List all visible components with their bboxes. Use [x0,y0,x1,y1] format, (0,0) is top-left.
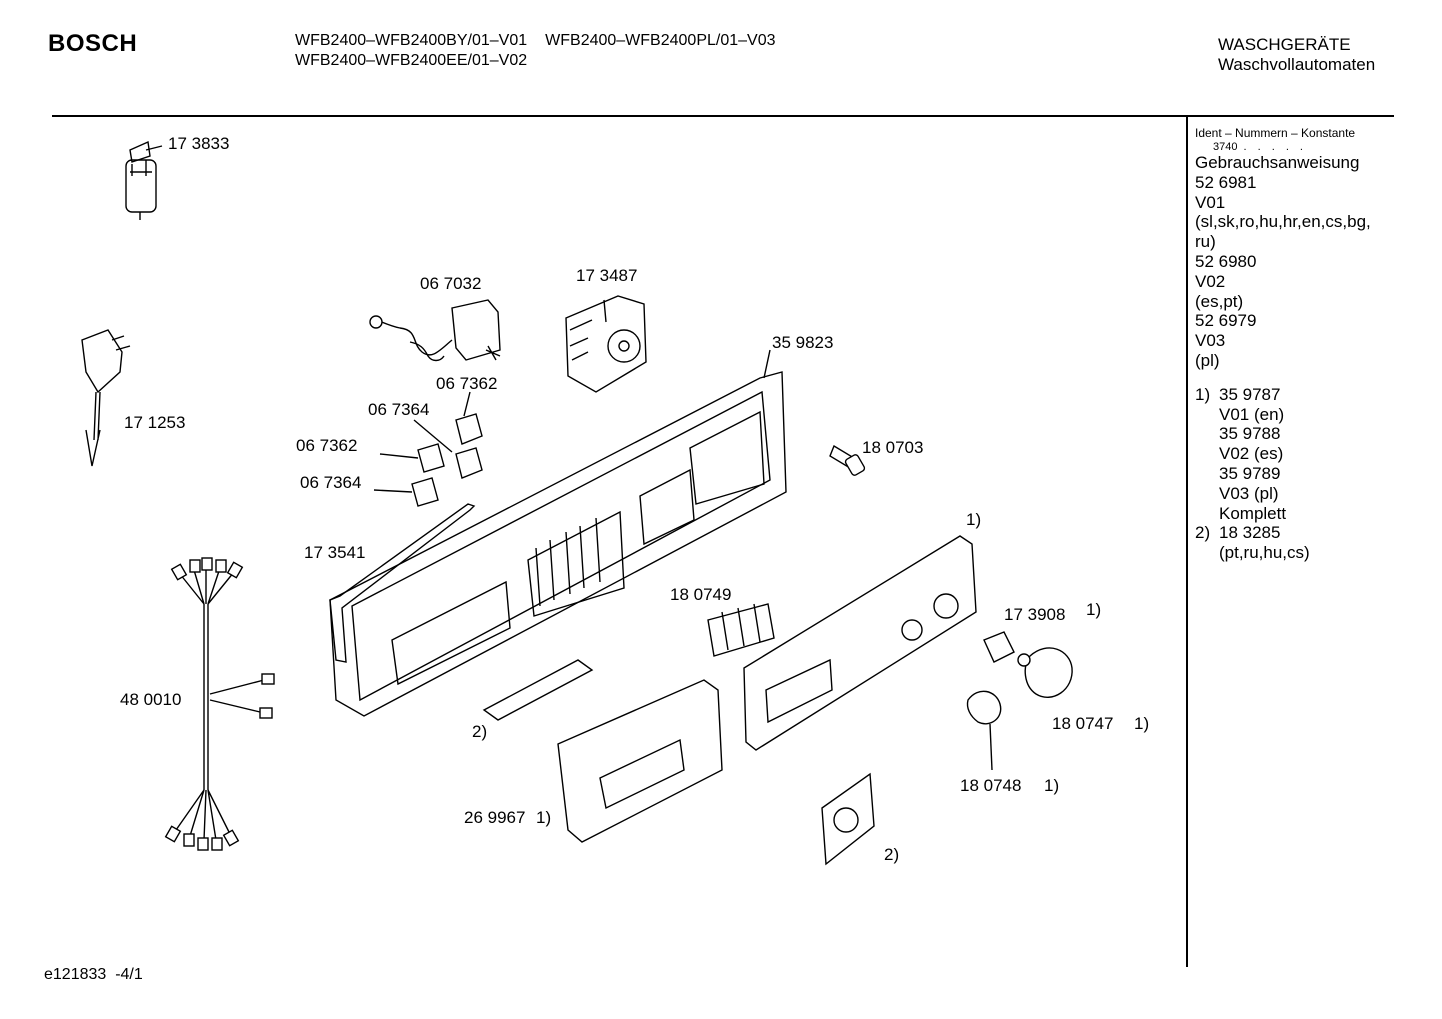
part-number-label: 48 0010 [120,690,182,709]
category-block: WASCHGERÄTE Waschvollautomaten [1218,35,1375,75]
note-line: 35 9788 [1219,424,1281,444]
note-line: V02 (es) [1219,444,1284,464]
power-cord-part [81,329,131,467]
note-item: 1) 35 9787 V01 (en) 35 9788 V02 (es) 35 … [1195,385,1371,524]
drawing-id: e121833 [44,966,107,983]
header-divider [52,115,1394,117]
part-number-label: 18 0749 [670,585,732,604]
part-number-label: 18 0703 [862,438,924,457]
note-line: 18 3285 [1219,523,1281,543]
indicator-lamp-part [829,444,866,476]
model-line: WFB2400–WFB2400BY/01–V01 WFB2400–WFB2400P… [295,31,794,51]
label-strip-part [482,659,594,721]
note-line: V01 (en) [1219,404,1285,424]
programmer-part [565,295,647,393]
footnote-marker: 1) [536,808,552,827]
switch-part [411,413,483,507]
manual-line: ru) [1195,232,1216,252]
part-number-label: 17 3541 [304,543,366,562]
manual-line: V01 [1195,192,1226,212]
gasket-part [329,503,476,663]
part-number-label: 17 1253 [124,413,186,432]
note-body: 35 9787 V01 (en) 35 9788 V02 (es) 35 978… [1219,385,1286,524]
manual-line: (sl,sk,ro,hu,hr,en,cs,bg, [1195,212,1371,232]
ident-number-row: 3740 . . . . . [1195,141,1371,153]
page-number: -4/1 [115,966,143,983]
note-body: 18 3285 (pt,ru,hu,cs) [1219,523,1310,563]
manual-line: 52 6979 [1195,311,1257,331]
part-number-label: 35 9823 [772,333,834,352]
part-number-label: 06 7364 [300,473,362,492]
ident-number: 3740 [1213,141,1238,153]
manual-line: (pl) [1195,350,1220,370]
manual-line: V02 [1195,271,1226,291]
wiring-harness-part [164,557,275,851]
spacer [1195,371,1371,385]
model-line: WFB2400–WFB2400EE/01–V02 [295,51,794,71]
exploded-parts-diagram [81,140,1073,866]
part-number-label: 06 7364 [368,400,430,419]
model-code: WFB2400–WFB2400BY/01–V01 [295,32,528,49]
drawing-reference: e121833 -4/1 [44,966,143,984]
footnote-marker: 2) [884,845,900,864]
note-line: Komplett [1219,503,1287,523]
note-line: 35 9789 [1219,463,1281,483]
control-panel-frame-part [329,371,787,717]
footnote-marker: 2) [472,722,488,741]
side-panel: Ident – Nummern – Konstante 3740 . . . . … [1195,126,1371,563]
part-number-label: 17 3487 [576,266,638,285]
note-line: (pt,ru,hu,cs) [1219,543,1310,563]
footnote-marker: 1) [1134,714,1150,733]
fascia-panel-part [743,535,977,751]
subcategory-title: Waschvollautomaten [1218,55,1376,74]
category-title: WASCHGERÄTE [1218,35,1351,54]
drawer-handle-part [557,679,723,843]
brand-logo: BOSCH [48,30,138,57]
manual-line: Gebrauchsanweisung [1195,153,1360,172]
model-code: WFB2400–WFB2400PL/01–V03 [545,32,776,49]
part-number-label: 18 0747 [1052,714,1114,733]
part-number-label: 17 3908 [1004,605,1066,624]
ident-dots: . . . . . [1243,141,1307,153]
part-number-label: 26 9967 [464,808,526,827]
knob-part [983,631,1073,698]
model-list: WFB2400–WFB2400BY/01–V01 WFB2400–WFB2400P… [295,31,794,71]
note-number: 2) [1195,523,1211,543]
program-sticker-part [821,772,875,866]
footnote-marker: 1) [1044,776,1060,795]
manual-line: (es,pt) [1195,291,1244,311]
manual-line: V03 [1195,331,1226,351]
footnote-marker: 1) [966,510,982,529]
part-number-label: 17 3833 [168,134,230,153]
part-number-label: 18 0748 [960,776,1022,795]
note-line: 35 9787 [1219,384,1281,404]
button-block-part [707,603,775,657]
part-number-label: 06 7032 [420,274,482,293]
note-number: 1) [1195,384,1211,404]
manual-line: 52 6980 [1195,251,1257,271]
ident-heading: Ident – Nummern – Konstante [1195,126,1356,140]
side-divider [1186,117,1188,967]
thermostat-part [369,299,501,362]
part-number-label: 06 7362 [296,436,358,455]
small-knob-part [966,690,1002,771]
model-code: WFB2400–WFB2400EE/01–V02 [295,52,528,69]
capacitor-part [125,140,163,220]
note-line: V03 (pl) [1219,483,1279,503]
note-item: 2) 18 3285 (pt,ru,hu,cs) [1195,523,1371,563]
part-number-label: 06 7362 [436,374,498,393]
footnote-marker: 1) [1086,600,1102,619]
manual-line: 52 6981 [1195,172,1257,192]
